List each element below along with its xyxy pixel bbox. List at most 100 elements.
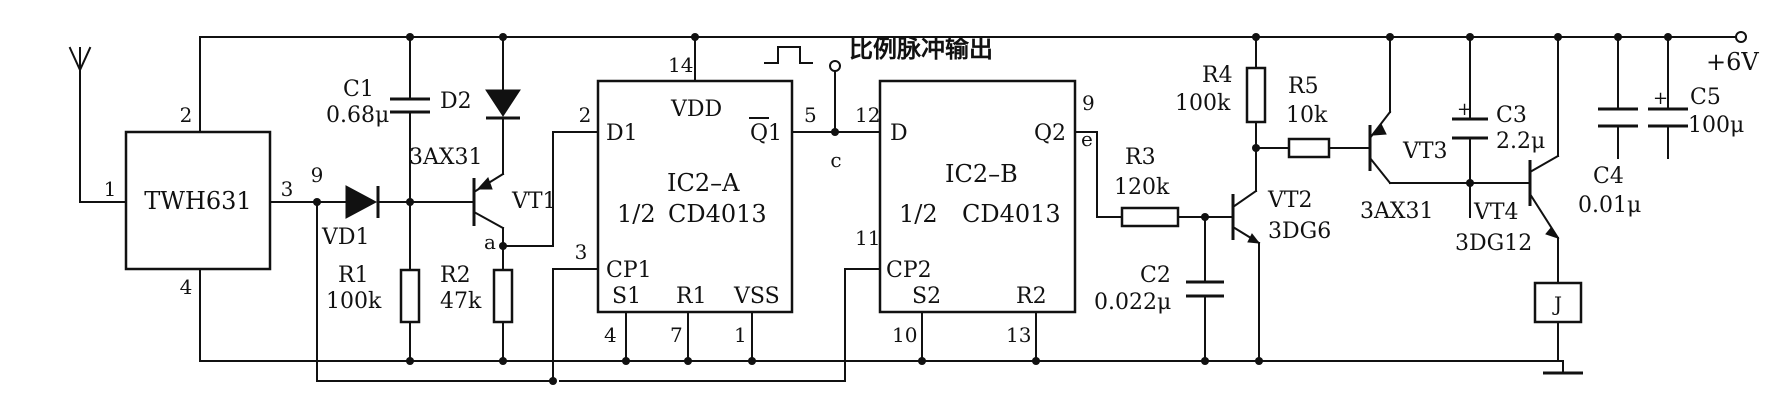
node-9-label: 9 bbox=[311, 163, 324, 187]
ic-b-q-label: Q2 bbox=[1034, 121, 1066, 146]
ic-a-s-label: S1 bbox=[612, 284, 641, 309]
ic-b-pin-9: 9 bbox=[1082, 91, 1095, 115]
junction bbox=[1252, 144, 1260, 152]
junction bbox=[1032, 357, 1040, 365]
junction bbox=[406, 198, 414, 206]
ic2-a: 14 2 5 3 4 7 1 VDD D1 Q1 CP1 S1 R1 VSS I… bbox=[575, 53, 817, 347]
ic-a-q-label: Q1 bbox=[750, 121, 782, 146]
antenna-wire bbox=[79, 69, 127, 203]
c1-ref: C1 bbox=[343, 77, 374, 102]
ic-a-half: 1/2 bbox=[617, 200, 656, 228]
vt2-type: 3DG6 bbox=[1268, 219, 1331, 244]
wiring bbox=[79, 36, 1737, 382]
ic-a-bottom-pins bbox=[625, 311, 753, 362]
junction bbox=[1614, 33, 1622, 41]
junction bbox=[313, 198, 321, 206]
node-a-label: a bbox=[484, 230, 496, 254]
junction bbox=[1664, 33, 1672, 41]
r1-value: 100k bbox=[326, 289, 382, 314]
vt1-ref: VT1 bbox=[511, 189, 557, 214]
ic-a-pin-2: 2 bbox=[579, 103, 592, 127]
output-label: 比例脉冲输出 bbox=[849, 35, 993, 63]
junction bbox=[1554, 33, 1562, 41]
c3-polarity: + bbox=[1457, 99, 1472, 120]
q2-output-wire bbox=[1074, 131, 1123, 218]
ic-a-vdd-label: VDD bbox=[670, 97, 722, 122]
receiver-pin-2: 2 bbox=[180, 103, 193, 127]
c5-capacitor-icon bbox=[1648, 107, 1688, 128]
c3-ref: C3 bbox=[1496, 103, 1527, 128]
c4-capacitor-icon bbox=[1598, 107, 1638, 128]
junction bbox=[1252, 33, 1260, 41]
ic2-b: 12 9 11 10 13 D Q2 CP2 S2 R2 IC2–B 1/2 C… bbox=[855, 79, 1095, 347]
r3-resistor-icon bbox=[1120, 206, 1180, 228]
node-a-to-d1-wire bbox=[502, 131, 599, 247]
junction bbox=[1466, 33, 1474, 41]
vt3-transistor-icon bbox=[1368, 110, 1392, 185]
supply-terminal bbox=[1735, 31, 1747, 43]
c5-ref: C5 bbox=[1690, 85, 1721, 110]
ic-b-pin-10: 10 bbox=[892, 323, 917, 347]
r2-value: 47k bbox=[440, 289, 482, 314]
junction bbox=[406, 33, 414, 41]
cp2-input-wire bbox=[559, 268, 881, 382]
receiver-pin-1: 1 bbox=[104, 177, 117, 201]
junction bbox=[406, 357, 414, 365]
junction bbox=[831, 128, 839, 136]
ic-a-type: CD4013 bbox=[668, 200, 767, 228]
vt3-type: 3AX31 bbox=[1360, 199, 1434, 224]
c2-capacitor-icon bbox=[1186, 280, 1224, 298]
ic-a-pin-3: 3 bbox=[575, 240, 588, 264]
d2-diode-icon bbox=[485, 89, 521, 120]
ic-b-pin-13: 13 bbox=[1006, 323, 1031, 347]
ic-a-pin-14: 14 bbox=[668, 53, 693, 77]
ic-a-pin-1: 1 bbox=[734, 323, 747, 347]
ic-b-name: IC2–B bbox=[945, 160, 1018, 188]
c1-capacitor-icon bbox=[390, 97, 430, 114]
r3-ref: R3 bbox=[1125, 145, 1156, 170]
junction bbox=[549, 377, 557, 385]
receiver-pin-4: 4 bbox=[180, 275, 193, 299]
c5-polarity: + bbox=[1653, 88, 1668, 109]
vd1-diode-icon bbox=[345, 185, 380, 219]
c5-value: 100μ bbox=[1688, 113, 1744, 138]
ic-b-pin-11: 11 bbox=[855, 226, 880, 250]
c4-ref: C4 bbox=[1593, 164, 1624, 189]
r4-value: 100k bbox=[1175, 91, 1231, 116]
node-e-label: e bbox=[1081, 127, 1093, 151]
r2-ref: R2 bbox=[440, 263, 471, 288]
r5-ref: R5 bbox=[1288, 74, 1319, 99]
relay-j-icon bbox=[1533, 281, 1583, 324]
ic-a-pin-4: 4 bbox=[604, 323, 617, 347]
r5-value: 10k bbox=[1286, 103, 1328, 128]
vt3-ref: VT3 bbox=[1402, 139, 1448, 164]
c2-ref: C2 bbox=[1140, 263, 1171, 288]
vt2-transistor-icon bbox=[1231, 189, 1261, 245]
junction bbox=[748, 357, 756, 365]
c3-value: 2.2μ bbox=[1496, 129, 1545, 154]
ic-b-cp-label: CP2 bbox=[886, 258, 932, 283]
output-terminal bbox=[829, 60, 841, 72]
junction bbox=[499, 33, 507, 41]
vt3-wire bbox=[1389, 36, 1471, 184]
cp1-input-wire bbox=[552, 268, 599, 382]
vt4-type: 3DG12 bbox=[1455, 231, 1532, 256]
junction bbox=[1466, 179, 1474, 187]
relay-j-label: J bbox=[1552, 292, 1562, 316]
junction bbox=[499, 242, 507, 250]
d2-label: D2 bbox=[440, 89, 472, 114]
r4-resistor-icon bbox=[1245, 66, 1267, 124]
ic-b-half: 1/2 bbox=[899, 200, 938, 228]
c1-value: 0.68μ bbox=[326, 103, 389, 128]
r5-resistor-icon bbox=[1287, 137, 1331, 159]
receiver-name: TWH631 bbox=[144, 187, 251, 215]
junction bbox=[1201, 213, 1209, 221]
vt2-ref: VT2 bbox=[1267, 188, 1313, 213]
junction bbox=[1255, 357, 1263, 365]
junction bbox=[499, 357, 507, 365]
signal-wire-9-to-cp1 bbox=[316, 201, 554, 382]
pulse-waveform-icon bbox=[764, 46, 813, 64]
receiver-pin-3: 3 bbox=[281, 177, 294, 201]
ic-b-s-label: S2 bbox=[912, 284, 941, 309]
ic-a-vss-label: VSS bbox=[733, 284, 780, 309]
